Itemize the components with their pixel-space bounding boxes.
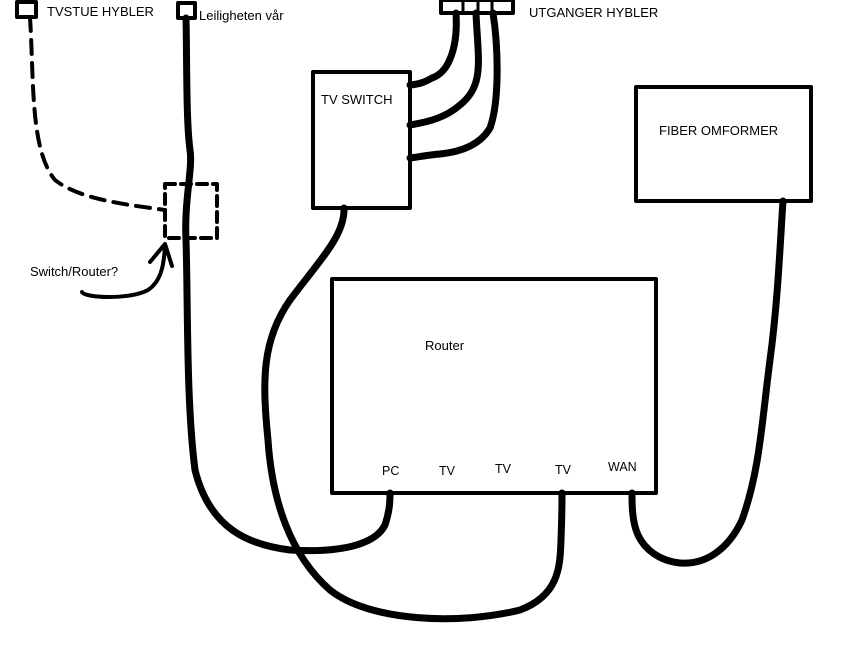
router-label: Router [425, 338, 465, 353]
tvstue-dashed-cable [28, 15, 167, 212]
switch-router-question-label: Switch/Router? [30, 264, 119, 279]
router-port-tv: TV [495, 462, 511, 476]
leiligheten-var-label: Leiligheten vår [199, 8, 284, 23]
hybler-cable-3 [406, 9, 501, 162]
tvstue-outlet [15, 0, 38, 19]
utganger-hybler-label: UTGANGER HYBLER [529, 5, 659, 20]
tv-switch-box [311, 70, 412, 210]
fiber-omformer-label: FIBER OMFORMER [659, 123, 779, 138]
router-port-tv: TV [439, 464, 455, 478]
leilighet-to-pc-cable [182, 14, 394, 555]
hybler-cable-2 [406, 9, 482, 129]
fiber-omformer-box [634, 85, 813, 203]
router-port-tv: TV [555, 463, 571, 477]
router-box [330, 277, 658, 495]
tvstue-hybler-label: TVSTUE HYBLER [47, 4, 154, 19]
tvswitch-to-router-cable [261, 204, 566, 623]
router-port-wan: WAN [608, 460, 637, 474]
question-arrow-head [148, 242, 174, 268]
tv-switch-label: TV SWITCH [321, 92, 393, 107]
router-port-pc: PC [382, 464, 400, 478]
hybler-cable-1 [406, 9, 460, 89]
question-arrow [80, 243, 167, 299]
fiber-to-wan-cable [628, 197, 787, 567]
